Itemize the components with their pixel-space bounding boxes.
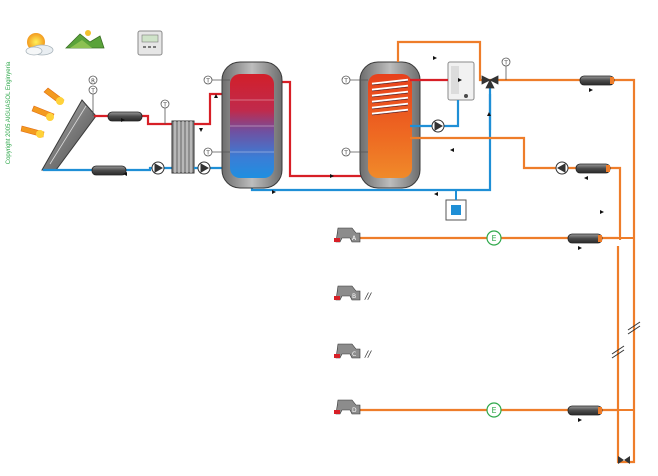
insulated-pipe-recirculation	[575, 163, 611, 174]
sensor-hx-outlet-temp[interactable]: T	[160, 99, 170, 124]
auxiliary-boiler[interactable]	[447, 61, 475, 101]
svg-text:T: T	[503, 60, 508, 66]
pipe-secondary-hot	[194, 92, 232, 126]
tap-b-break-mark: //	[364, 292, 372, 302]
svg-text:T: T	[343, 150, 348, 156]
svg-text:R: R	[91, 78, 95, 84]
tap-a[interactable]: A	[334, 227, 361, 243]
sun-rays-icon	[20, 87, 65, 138]
pump-solar-primary[interactable]	[151, 161, 165, 175]
svg-text:T: T	[205, 78, 210, 84]
insulated-pipe-branch-d	[567, 405, 603, 416]
svg-text:T: T	[162, 102, 167, 108]
svg-text:T: T	[343, 78, 348, 84]
energy-meter-a[interactable]: E	[486, 230, 502, 246]
insulated-pipe-branch-a	[567, 233, 603, 244]
bottom-valve[interactable]	[618, 456, 630, 464]
pipe-dhw-recirculation	[410, 136, 622, 240]
sensor-dhw-outlet[interactable]: T	[501, 57, 511, 80]
controller-icon[interactable]	[137, 30, 163, 56]
tap-d[interactable]: D	[334, 399, 361, 415]
insulated-pipe-dhw-main	[579, 75, 615, 86]
svg-text:T: T	[205, 150, 210, 156]
auxiliary-storage-tank[interactable]	[359, 61, 421, 189]
pipe-boiler-return	[410, 100, 460, 128]
sun-cloud-icon	[25, 33, 54, 56]
svg-text:T: T	[90, 88, 95, 94]
sensor-tank2-top[interactable]: T	[341, 75, 368, 85]
plate-heat-exchanger[interactable]	[171, 120, 195, 174]
svg-text:E: E	[491, 406, 496, 415]
pipe-break-marks	[611, 321, 641, 359]
tap-d-label: D	[352, 407, 357, 414]
pump-solar-secondary[interactable]	[197, 161, 211, 175]
pipe-dhw-supply	[396, 40, 636, 464]
sensor-tank1-top[interactable]: T	[203, 75, 230, 85]
pipe-tank-link-hot	[278, 80, 368, 178]
insulated-pipe-solar-hot	[107, 111, 143, 122]
sensor-tank2-bottom[interactable]: T	[341, 147, 368, 157]
sensor-collector-radiation[interactable]: R	[88, 75, 98, 85]
cold-water-inlet[interactable]	[445, 190, 467, 221]
svg-text:E: E	[491, 234, 496, 243]
energy-meter-d[interactable]: E	[486, 402, 502, 418]
landscape-icon	[65, 30, 105, 49]
mixing-valve[interactable]	[481, 75, 499, 89]
copyright-text: Copyright 2005 AIGUASOL Enginyeria	[6, 61, 12, 165]
solar-storage-tank[interactable]	[221, 61, 283, 189]
pump-recirculation[interactable]	[555, 161, 569, 175]
tap-a-label: A	[352, 235, 357, 242]
tap-c-break-mark: //	[364, 350, 372, 360]
flow-arrows	[121, 56, 604, 422]
tap-c[interactable]: C //	[334, 343, 372, 360]
pump-boiler[interactable]	[431, 119, 445, 133]
sensor-collector-temp[interactable]: T	[88, 85, 98, 95]
tap-b-label: B	[352, 293, 356, 300]
sensor-tank1-bottom[interactable]: T	[203, 147, 230, 157]
insulated-pipe-solar-cold	[91, 165, 127, 176]
solar-collector[interactable]	[41, 99, 97, 171]
tap-c-label: C	[352, 351, 356, 358]
tap-b[interactable]: B //	[334, 285, 372, 302]
